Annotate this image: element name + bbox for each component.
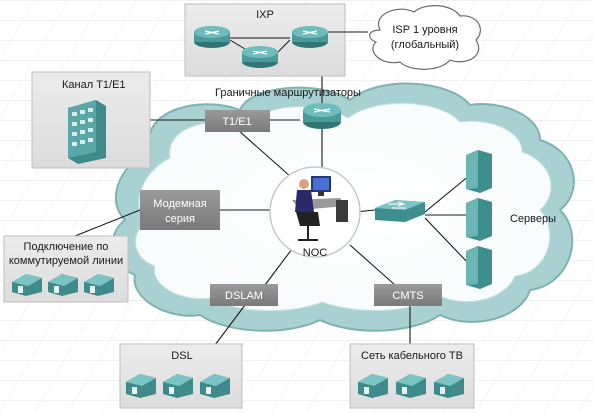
noc-label: NOC — [303, 247, 328, 259]
house-icon — [396, 374, 426, 398]
dsl-label: DSL — [171, 350, 192, 362]
house-icon — [200, 374, 230, 398]
operator-workstation-icon — [292, 176, 348, 241]
house-icon — [358, 374, 388, 398]
server-icon — [466, 246, 492, 289]
isp-label-line1: ISP 1 уровня — [392, 24, 457, 36]
t1-channel-panel: Канал T1/E1 — [31, 71, 151, 169]
cmts-box: CMTS — [374, 284, 442, 306]
cmts-label: CMTS — [392, 290, 423, 302]
servers-label: Серверы — [510, 213, 556, 225]
server-icon — [466, 150, 492, 193]
house-icon — [48, 274, 78, 296]
house-icon — [126, 374, 156, 398]
ixp-label: IXP — [256, 9, 274, 21]
router-icon — [194, 26, 230, 48]
t1e1-box-label: T1/E1 — [222, 116, 251, 128]
modem-label-line1: Модемная — [153, 198, 206, 210]
t1e1-box: T1/E1 — [205, 110, 270, 132]
switch-icon — [375, 200, 425, 222]
house-icon — [434, 374, 464, 398]
dialup-label-line1: Подключение по — [24, 241, 109, 253]
dialup-label-line2: коммутируемой линии — [9, 255, 123, 267]
server-icon — [466, 198, 492, 241]
border-routers-label: Граничные маршрутизаторы — [215, 87, 361, 99]
router-icon — [292, 26, 328, 48]
noc-node: NOC — [269, 166, 361, 259]
dslam-label: DSLAM — [225, 290, 263, 302]
router-icon — [242, 46, 278, 68]
modem-series-box: Модемная серия — [140, 190, 220, 230]
isp-label-line2: (глобальный) — [391, 39, 459, 51]
house-icon — [12, 274, 42, 296]
cable-tv-label: Сеть кабельного ТВ — [361, 350, 463, 362]
house-icon — [84, 274, 114, 296]
border-router-icon — [303, 103, 341, 129]
modem-label-line2: серия — [165, 213, 195, 225]
isp-cloud: ISP 1 уровня (глобальный) — [328, 5, 481, 70]
dslam-box: DSLAM — [210, 284, 278, 306]
building-icon — [68, 100, 106, 164]
t1-channel-label: Канал T1/E1 — [62, 79, 126, 91]
ixp-panel: IXP — [184, 3, 346, 77]
house-icon — [163, 374, 193, 398]
